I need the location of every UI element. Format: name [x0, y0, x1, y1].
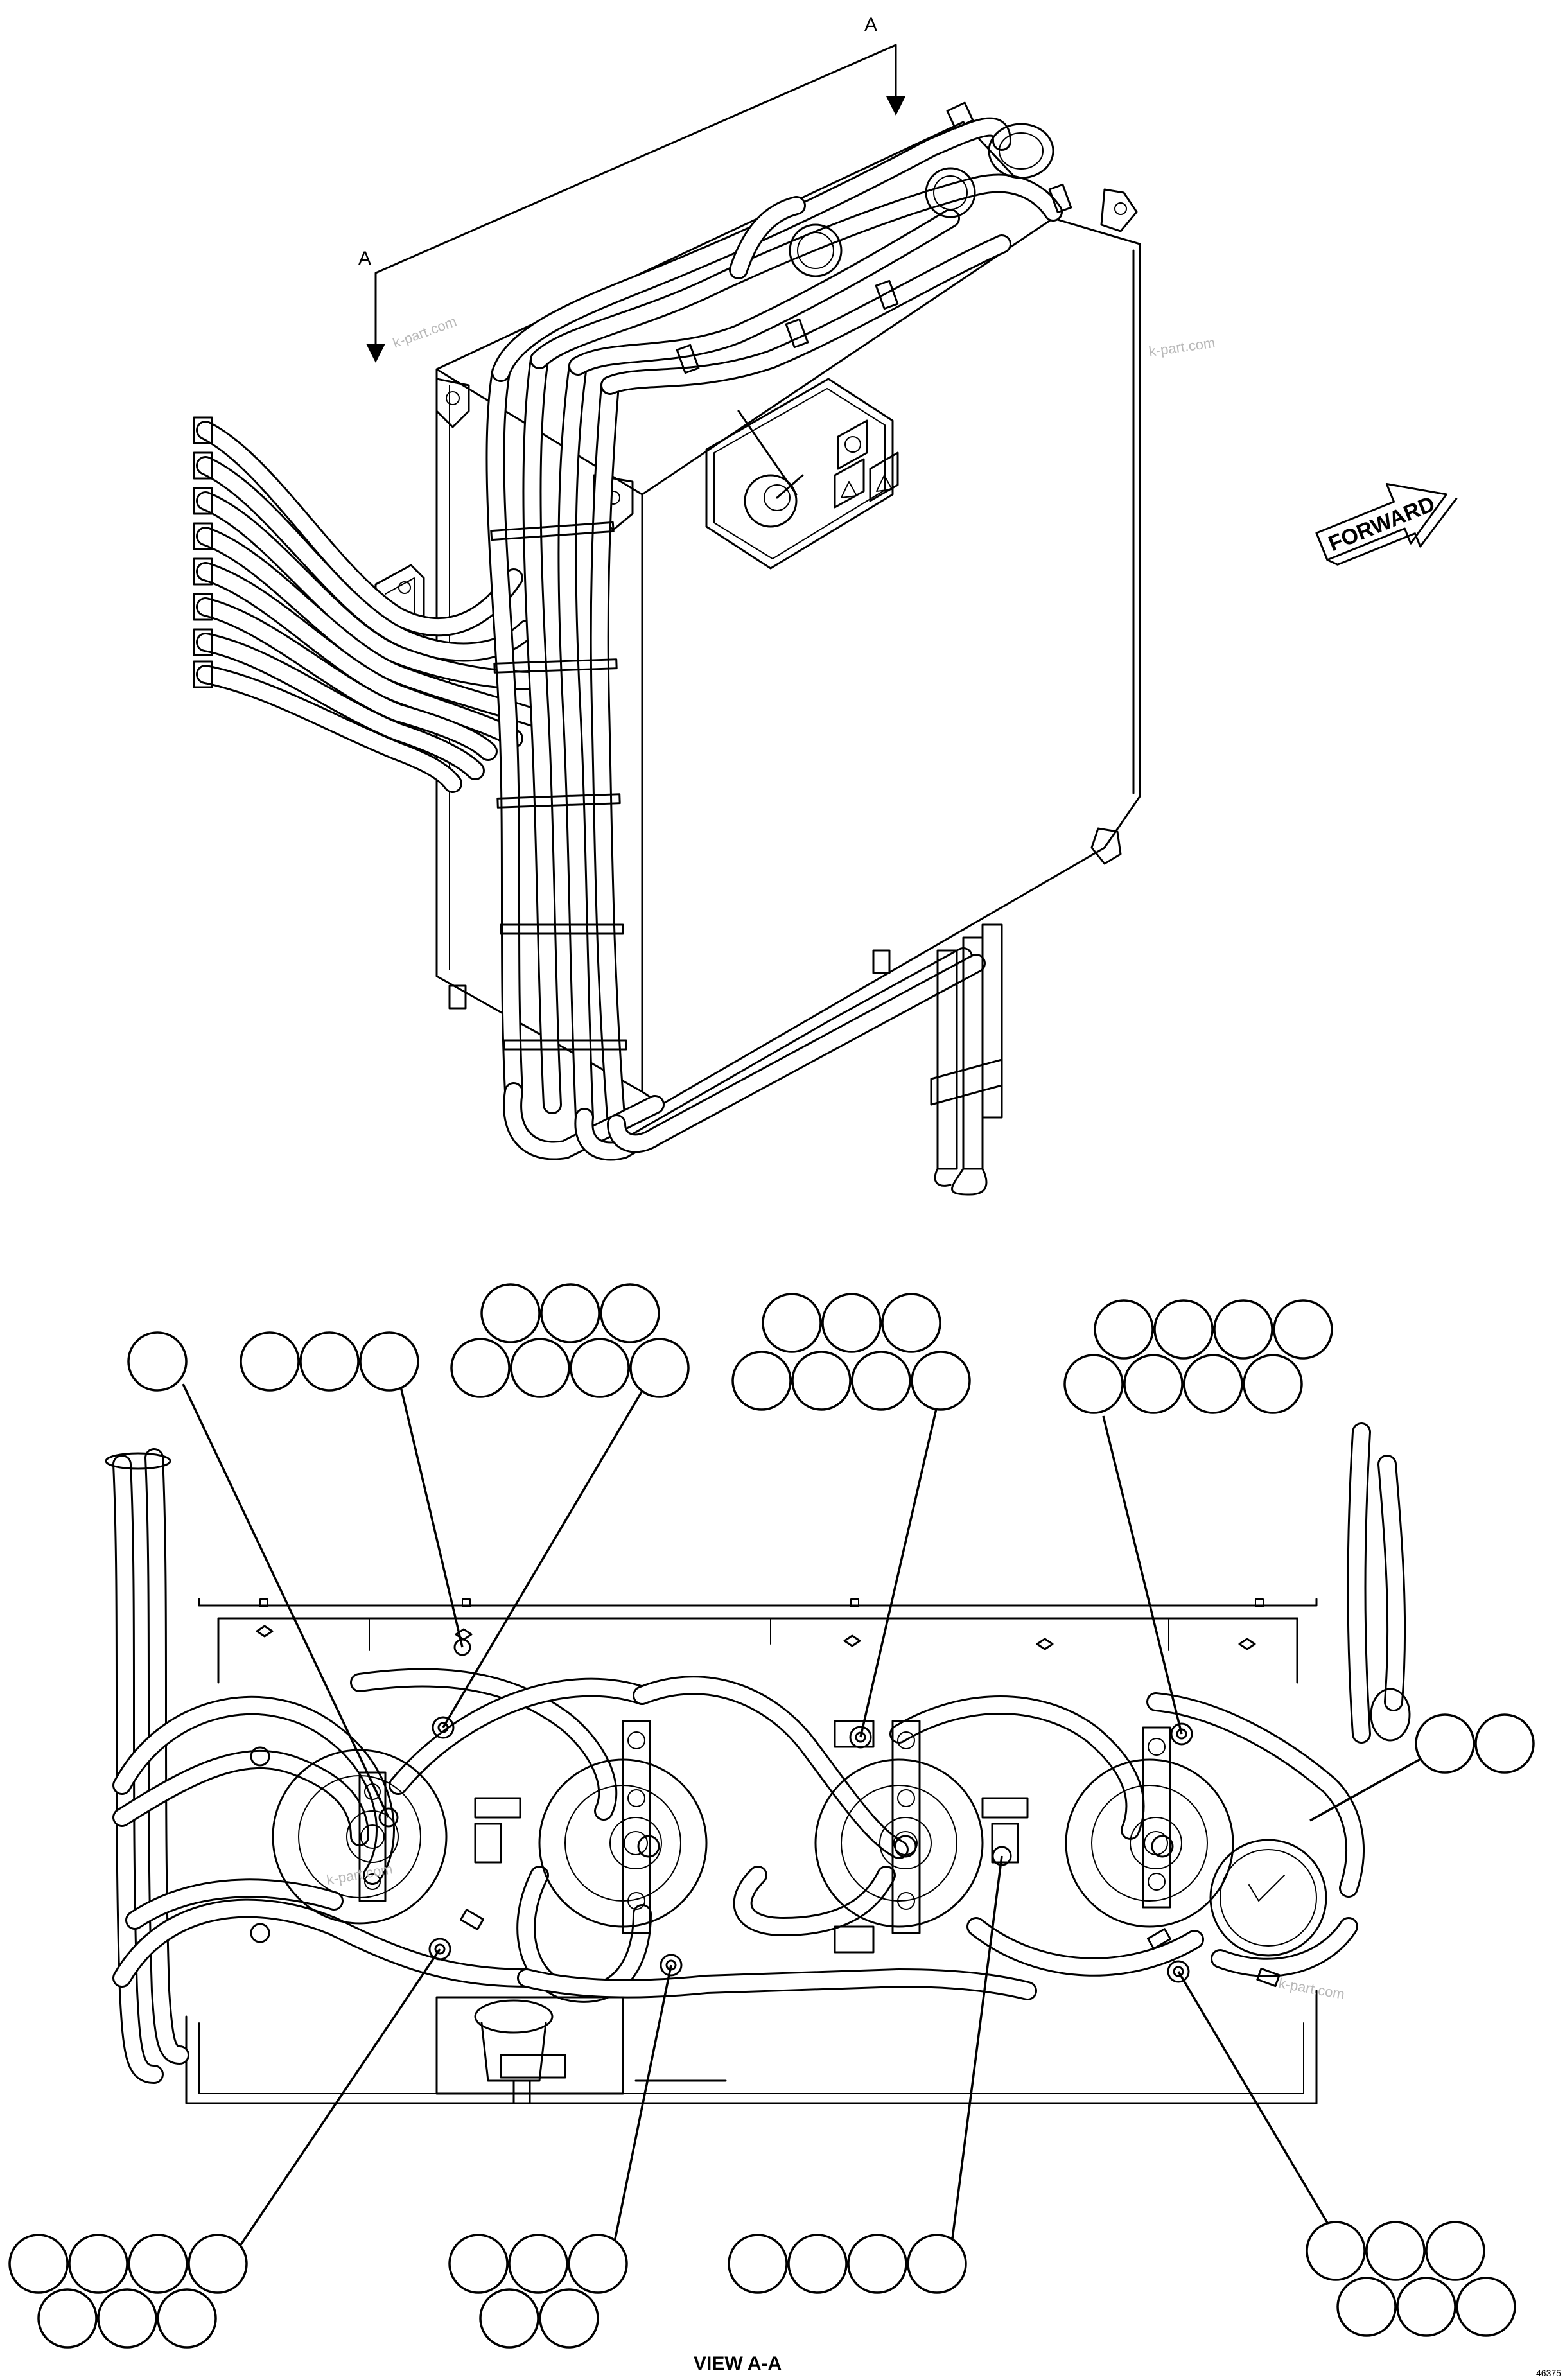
pressure-switch	[435, 1996, 727, 2104]
callout-bubble	[1456, 2277, 1516, 2337]
hose-vertical-run	[485, 350, 986, 1161]
callout-bubble	[359, 1331, 419, 1392]
callout-bubble	[731, 1351, 792, 1411]
callout-bubble	[508, 2234, 568, 2294]
filter-canister	[1209, 1839, 1327, 1957]
valve-1	[272, 1749, 448, 1925]
callout-bubble	[510, 1338, 570, 1398]
callout-bubble	[911, 1351, 971, 1411]
section-label-a-left: A	[358, 248, 371, 269]
callout-bubble	[1063, 1354, 1124, 1414]
callout-bubble	[1243, 1354, 1303, 1414]
callout-bubble	[539, 2288, 599, 2349]
callout-bubble	[570, 1338, 630, 1398]
callout-bubble	[1336, 2277, 1397, 2337]
callout-bubble	[127, 1331, 188, 1392]
callout-bubble	[188, 2234, 248, 2294]
callout-bubble	[540, 1283, 600, 1343]
manifold-hoses	[112, 1668, 1365, 2003]
instrument-panel	[705, 378, 899, 570]
fittings	[250, 1638, 1281, 1988]
drawing-number: 46375	[1536, 2368, 1561, 2378]
right-hoses	[1347, 1422, 1411, 1744]
valve-2	[474, 1720, 708, 1934]
drain-pipes	[930, 923, 1003, 1196]
callout-bubble	[568, 2234, 628, 2294]
callout-bubble	[1213, 1299, 1273, 1360]
callout-bubble	[8, 2234, 69, 2294]
callout-bubble	[1153, 1299, 1214, 1360]
callout-bubble	[787, 2234, 848, 2294]
view-caption: VIEW A-A	[694, 2353, 782, 2374]
callout-bubble	[1474, 1713, 1535, 1774]
valve-3	[814, 1720, 1029, 1954]
watermark: k-part.com	[1277, 1975, 1346, 2002]
callout-bubble	[907, 2234, 967, 2294]
leader-lines	[182, 1358, 1449, 2264]
watermark: k-part.com	[390, 313, 459, 351]
watermark: k-part.com	[1148, 335, 1216, 360]
callout-bubble	[37, 2288, 98, 2349]
callout-bubbles	[8, 1283, 1535, 2349]
callout-bubble	[1123, 1354, 1184, 1414]
callout-bubble	[448, 2234, 509, 2294]
callout-bubble	[762, 1293, 822, 1353]
callout-bubble	[728, 2234, 788, 2294]
gauge-top-2	[925, 167, 976, 218]
callout-bubble	[1273, 1299, 1333, 1360]
callout-bubble	[240, 1331, 300, 1392]
callout-bubble	[600, 1283, 660, 1343]
view-a-a: k-part.com k-part.com VIEW A-A 46375	[8, 1283, 1561, 2378]
callout-bubble	[1183, 1354, 1243, 1414]
callout-bubble	[97, 2288, 157, 2349]
callout-bubble	[450, 1338, 511, 1398]
section-label-a-top: A	[864, 14, 877, 35]
callout-bubble	[479, 2288, 539, 2349]
callout-bubble	[1094, 1299, 1154, 1360]
callout-bubble	[1415, 1713, 1475, 1774]
pressure-gauge	[744, 474, 798, 528]
callout-bubble	[128, 2234, 188, 2294]
callout-bubble	[480, 1283, 541, 1343]
view-frame	[185, 1598, 1318, 2104]
callout-bubble	[629, 1338, 690, 1398]
callout-bubble	[1365, 2221, 1426, 2281]
callout-bubble	[68, 2234, 128, 2294]
left-hoses	[105, 1448, 189, 2084]
callout-bubble	[299, 1331, 360, 1392]
callout-bubble	[791, 1351, 852, 1411]
callout-bubble	[881, 1293, 941, 1353]
hose-top-tangle	[491, 101, 1072, 395]
isometric-view: A A	[193, 14, 1458, 1196]
callout-bubble	[1396, 2277, 1456, 2337]
callout-bubble	[851, 1351, 911, 1411]
hose-bundle-left	[193, 416, 549, 793]
callout-bubble	[1425, 2221, 1485, 2281]
callout-bubble	[157, 2288, 217, 2349]
forward-arrow: FORWARD	[1315, 482, 1458, 566]
callout-bubble	[821, 1293, 882, 1353]
gauge-top-1	[789, 223, 843, 277]
valve-4	[1065, 1726, 1234, 1928]
filter-dome	[988, 123, 1054, 179]
callout-bubble	[1306, 2221, 1366, 2281]
callout-bubble	[847, 2234, 907, 2294]
section-line-a-a: A A	[358, 14, 905, 363]
